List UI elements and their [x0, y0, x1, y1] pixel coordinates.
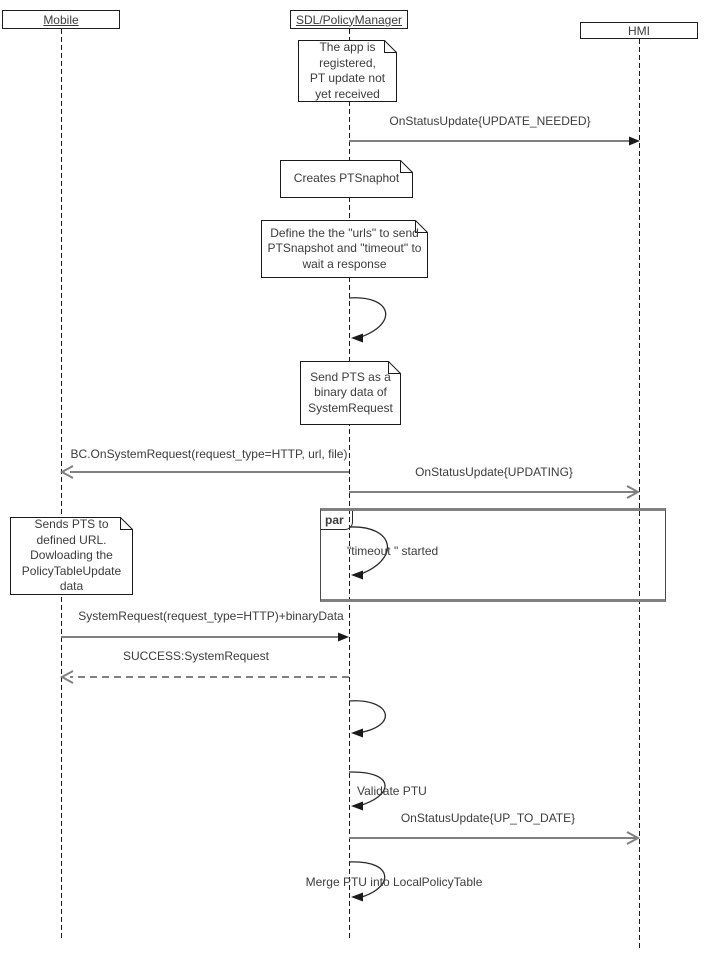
- arrowhead-success-systemrequest: [59, 670, 74, 684]
- note-shape: [300, 361, 401, 425]
- note-fold-icon: [400, 160, 413, 173]
- actor-box-mobile: Mobile: [2, 10, 120, 29]
- message-label-validate-ptu: Validate PTU: [357, 784, 427, 798]
- note-creates-ptsnaphot: Creates PTSnaphot: [280, 160, 413, 198]
- arrowhead-bc-onsystemrequest: [59, 465, 74, 479]
- note-fold-icon: [388, 361, 401, 374]
- self-loop-timeout: [348, 526, 388, 576]
- note-shape: [10, 517, 133, 595]
- note-text: Creates PTSnaphot: [293, 171, 400, 186]
- note-shape: [261, 220, 428, 278]
- note-define-urls: Define the the "urls" to send PTSnapshot…: [261, 220, 428, 278]
- message-label-updating: OnStatusUpdate{UPDATING}: [415, 465, 573, 479]
- message-label-bc-onsystemrequest: BC.OnSystemRequest(request_type=HTTP, ur…: [70, 447, 348, 461]
- actor-box-sdl-policymanager: SDL/PolicyManager: [290, 10, 408, 29]
- arrowhead-up-to-date: [626, 831, 641, 845]
- arrowhead-self-loop-1: [351, 333, 363, 343]
- arrowhead-systemrequest: [338, 632, 349, 642]
- self-loop-validate-ptu: [348, 771, 386, 807]
- message-label-systemrequest: SystemRequest(request_type=HTTP)+binaryD…: [78, 609, 344, 623]
- note-send-pts-binary: Send PTS as a binary data of SystemReque…: [300, 361, 401, 425]
- arrowhead-self-loop-2: [351, 728, 363, 738]
- note-shape: [280, 160, 413, 198]
- self-loop-merge-ptu: [348, 861, 386, 899]
- note-fold-icon: [120, 517, 133, 530]
- actor-label-hmi: HMI: [628, 23, 650, 38]
- actor-label-sdl-policymanager: SDL/PolicyManager: [295, 12, 403, 27]
- actor-box-hmi: HMI: [580, 22, 698, 39]
- par-fragment: par: [320, 508, 666, 602]
- self-loop-1: [348, 297, 387, 339]
- self-loop-2: [348, 700, 386, 734]
- note-fold-icon: [415, 220, 428, 233]
- note-text: Send PTS as a binary data of SystemReque…: [308, 369, 393, 415]
- actor-label-mobile: Mobile: [43, 12, 79, 27]
- arrowhead-merge-ptu: [351, 892, 363, 902]
- message-label-merge-ptu: Merge PTU into LocalPolicyTable: [305, 875, 483, 889]
- note-fold-icon: [384, 40, 397, 53]
- arrowhead-updating: [626, 485, 641, 499]
- par-fragment-operator: par: [321, 511, 353, 530]
- arrowhead-update-needed: [629, 136, 640, 146]
- arrowhead-timeout: [351, 570, 363, 580]
- note-shape: [298, 40, 397, 102]
- message-label-success-systemrequest: SUCCESS:SystemRequest: [122, 649, 270, 663]
- arrowhead-validate-ptu: [351, 801, 363, 811]
- note-app-registered: The app is registered, PT update not yet…: [298, 40, 397, 102]
- note-sends-pts-url: Sends PTS to defined URL. Dowloading the…: [10, 517, 133, 595]
- message-label-update-needed: OnStatusUpdate{UPDATE_NEEDED}: [389, 114, 591, 128]
- note-text: The app is registered, PT update not yet…: [309, 40, 386, 101]
- note-text: Define the the "urls" to send PTSnapshot…: [267, 225, 422, 271]
- note-text: Sends PTS to defined URL. Dowloading the…: [21, 517, 122, 594]
- message-label-up-to-date: OnStatusUpdate{UP_TO_DATE}: [400, 811, 576, 825]
- message-label-timeout-started: "timeout " started: [347, 544, 439, 558]
